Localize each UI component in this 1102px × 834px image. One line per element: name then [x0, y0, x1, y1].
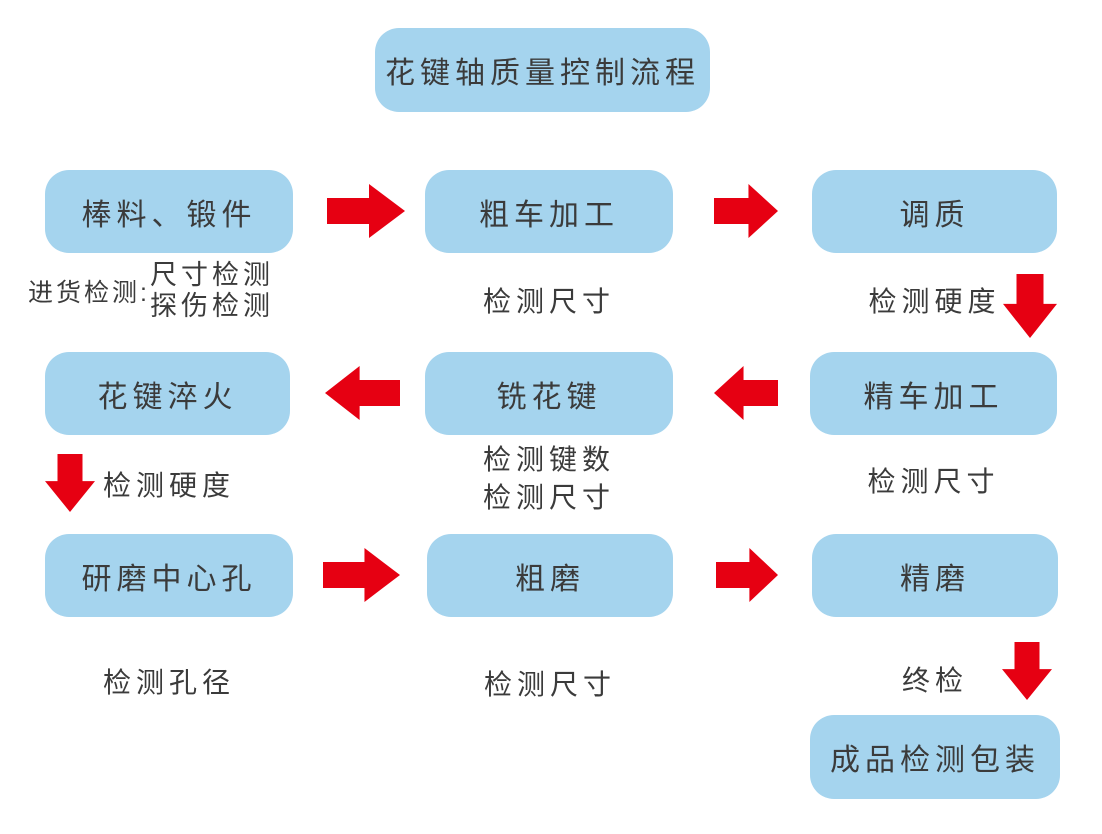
node-title: 花键轴质量控制流程 [375, 28, 710, 112]
label-check-dimensions-fine-turning: 检测尺寸 [867, 466, 1000, 497]
node-fine-grinding: 精磨 [812, 534, 1058, 617]
incoming-inspection-item-flaw: 探伤检测 [149, 291, 274, 321]
label-check-dimensions-rough-grinding: 检测尺寸 [483, 669, 616, 700]
arrow-right-icon [716, 548, 778, 602]
incoming-inspection-item-dimension: 尺寸检测 [149, 260, 274, 290]
label-check-dimensions-rough-turning: 检测尺寸 [482, 286, 615, 317]
label-final-inspection: 终检 [901, 665, 968, 696]
arrow-down-icon [1003, 274, 1057, 338]
node-spline-quenching: 花键淬火 [45, 352, 290, 435]
node-bar-stock-forgings: 棒料、锻件 [45, 170, 293, 253]
arrow-left-icon [714, 366, 778, 420]
node-rough-turning: 粗车加工 [425, 170, 673, 253]
label-incoming-inspection: 进货检测: 尺寸检测 探伤检测 [28, 260, 274, 322]
node-quench-temper: 调质 [812, 170, 1057, 253]
arrow-right-icon [714, 184, 778, 238]
label-check-hardness-spline-quenching: 检测硬度 [103, 470, 236, 501]
label-check-dimensions-spline-milling: 检测尺寸 [482, 482, 615, 513]
label-check-hole-diameter: 检测孔径 [102, 667, 235, 698]
arrow-down-icon [45, 454, 95, 512]
arrow-left-icon [325, 366, 400, 420]
node-finished-product-inspection-packaging: 成品检测包装 [810, 715, 1060, 799]
arrow-right-icon [327, 184, 405, 238]
label-check-key-count: 检测键数 [482, 444, 615, 475]
incoming-inspection-prefix: 进货检测: [28, 279, 150, 307]
node-spline-milling: 铣花键 [425, 352, 673, 435]
node-fine-turning: 精车加工 [810, 352, 1057, 435]
label-check-hardness-quench-temper: 检测硬度 [868, 286, 1001, 317]
node-center-hole-grinding: 研磨中心孔 [45, 534, 293, 617]
arrow-down-icon [1002, 642, 1052, 700]
node-rough-grinding: 粗磨 [427, 534, 673, 617]
arrow-right-icon [323, 548, 400, 602]
